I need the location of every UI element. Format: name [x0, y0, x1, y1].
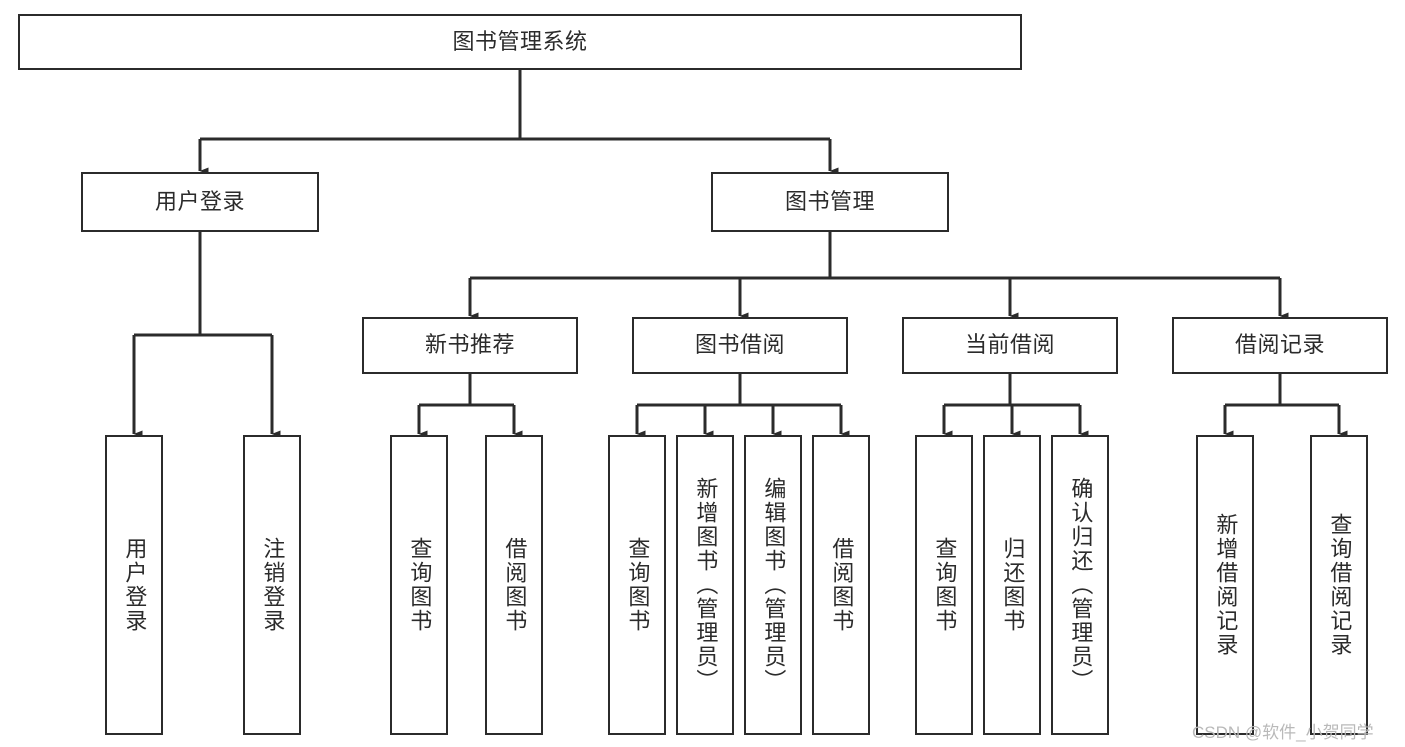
node-current: 当前借阅 — [902, 317, 1118, 374]
node-records: 借阅记录 — [1172, 317, 1388, 374]
watermark-label: CSDN @软件_小贺同学 — [1192, 723, 1374, 742]
node-label-userlogin: 用户登录 — [122, 537, 148, 633]
node-cb-confirm: 确认归还（管理员） — [1051, 435, 1109, 735]
node-label-rc-query: 查询借阅记录 — [1327, 513, 1353, 657]
node-rc-query: 查询借阅记录 — [1310, 435, 1368, 735]
node-label-nb-query: 查询图书 — [407, 537, 433, 633]
node-label-root: 图书管理系统 — [452, 28, 588, 54]
node-label-newbook: 新书推荐 — [424, 332, 515, 358]
node-newbook: 新书推荐 — [362, 317, 578, 374]
node-label-cb-return: 归还图书 — [1000, 537, 1026, 633]
node-root: 图书管理系统 — [18, 14, 1022, 70]
node-label-cb-confirm: 确认归还（管理员） — [1068, 477, 1094, 693]
node-login: 用户登录 — [81, 172, 319, 232]
node-cb-return: 归还图书 — [983, 435, 1041, 735]
node-bw-edit: 编辑图书（管理员） — [744, 435, 802, 735]
node-bw-add: 新增图书（管理员） — [676, 435, 734, 735]
node-bw-borrow: 借阅图书 — [812, 435, 870, 735]
node-bookmgmt: 图书管理 — [711, 172, 949, 232]
node-label-cb-query: 查询图书 — [932, 537, 958, 633]
node-label-login: 用户登录 — [154, 188, 245, 214]
node-label-bookmgmt: 图书管理 — [784, 188, 875, 214]
node-label-borrow: 图书借阅 — [694, 332, 785, 358]
node-rc-add: 新增借阅记录 — [1196, 435, 1254, 735]
node-borrow: 图书借阅 — [632, 317, 848, 374]
node-label-records: 借阅记录 — [1234, 332, 1325, 358]
node-label-current: 当前借阅 — [964, 332, 1055, 358]
node-cb-query: 查询图书 — [915, 435, 973, 735]
node-nb-query: 查询图书 — [390, 435, 448, 735]
node-label-rc-add: 新增借阅记录 — [1213, 513, 1239, 657]
node-label-bw-edit: 编辑图书（管理员） — [761, 477, 787, 693]
node-label-bw-query: 查询图书 — [625, 537, 651, 633]
node-label-bw-borrow: 借阅图书 — [829, 537, 855, 633]
node-label-nb-borrow: 借阅图书 — [502, 537, 528, 633]
node-bw-query: 查询图书 — [608, 435, 666, 735]
node-nb-borrow: 借阅图书 — [485, 435, 543, 735]
node-label-bw-add: 新增图书（管理员） — [693, 477, 719, 693]
node-label-userlogout: 注销登录 — [260, 537, 286, 633]
node-userlogin: 用户登录 — [105, 435, 163, 735]
node-userlogout: 注销登录 — [243, 435, 301, 735]
